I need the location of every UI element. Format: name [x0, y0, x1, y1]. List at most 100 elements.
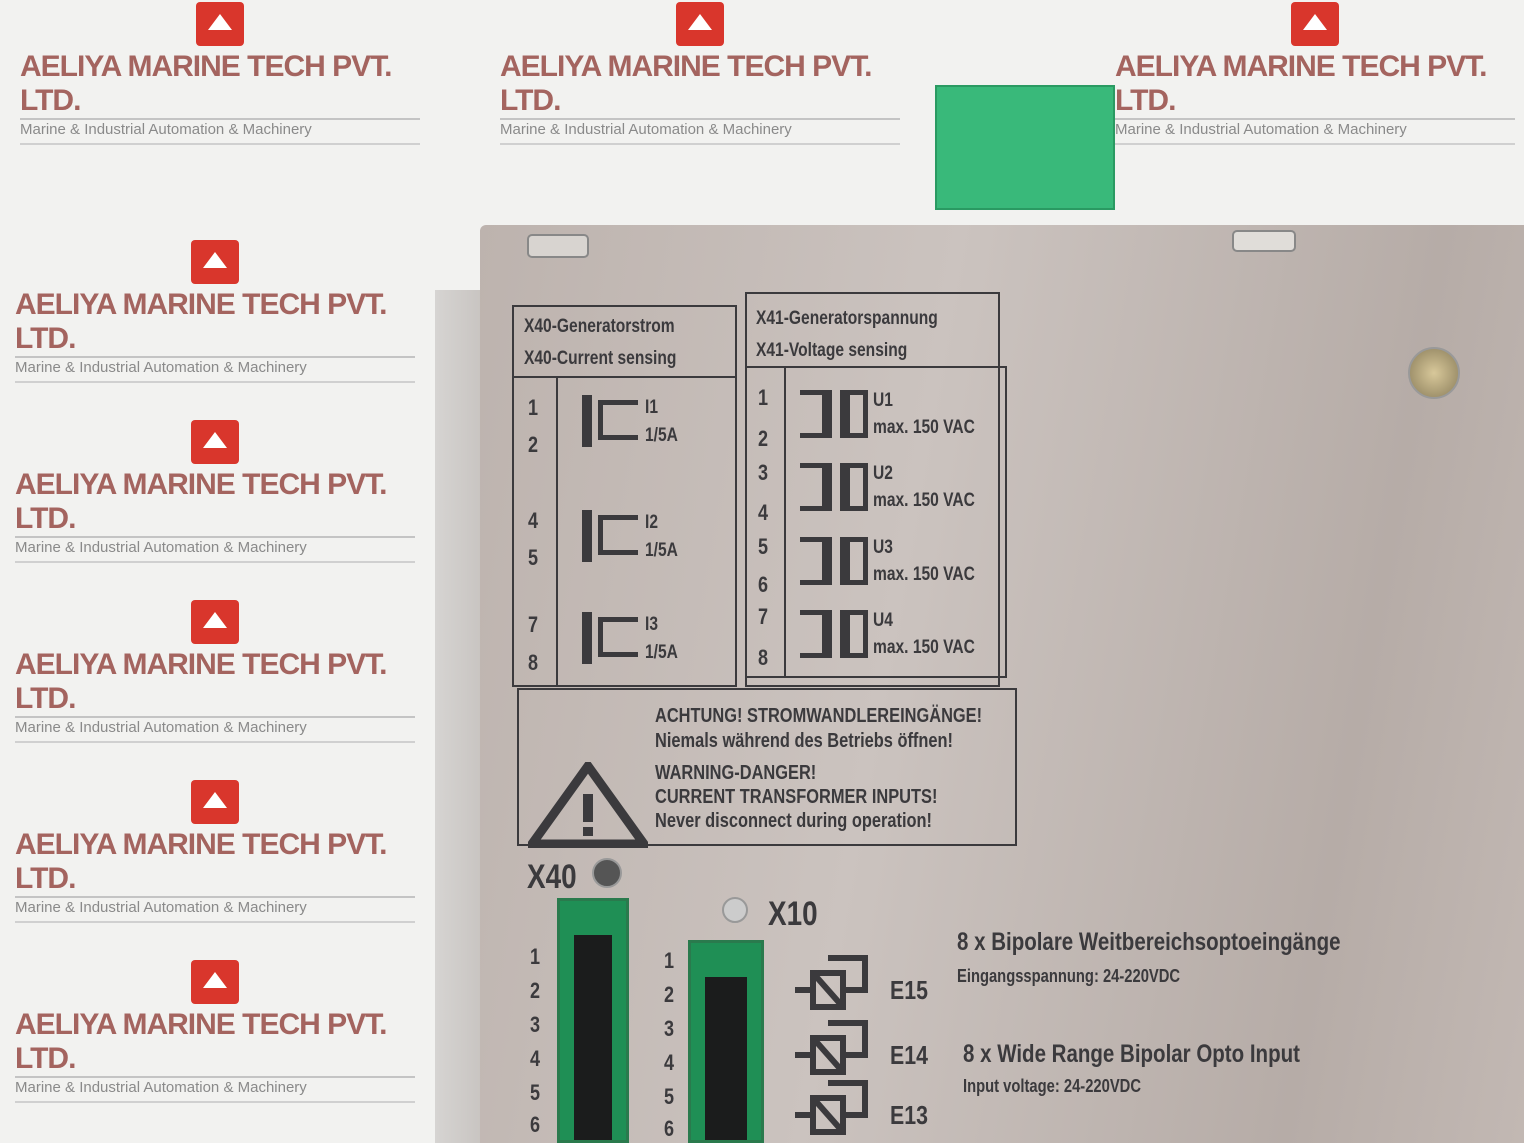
optocoupler-icon: [795, 955, 868, 1010]
x41-input-name: U2: [873, 463, 893, 484]
watermark-title: AELIYA MARINE TECH PVT. LTD.: [1115, 50, 1515, 120]
x10-connector-pin: 3: [664, 1016, 675, 1041]
voltage-transformer-icon: [800, 390, 832, 438]
x40-pin-number: 1: [528, 395, 539, 420]
voltage-transformer-icon: [840, 610, 868, 658]
watermark-subtitle: Marine & Industrial Automation & Machine…: [20, 120, 420, 145]
x40-connector-pin: 5: [530, 1080, 541, 1105]
aeliya-logo-icon: [196, 2, 244, 46]
x41-pin-divider: [784, 366, 786, 678]
x41-pin-number: 5: [758, 534, 769, 559]
voltage-transformer-icon: [840, 390, 868, 438]
current-transformer-icon: [598, 617, 638, 657]
x41-pin-number: 6: [758, 572, 769, 597]
watermark-subtitle: Marine & Industrial Automation & Machine…: [15, 358, 415, 383]
inputs-en-subtitle: Input voltage: 24-220VDC: [963, 1076, 1141, 1096]
current-transformer-icon: [598, 515, 638, 555]
x40-pin-number: 5: [528, 545, 539, 570]
x40-label-box: [512, 305, 737, 687]
watermark: AELIYA MARINE TECH PVT. LTD.Marine & Ind…: [15, 240, 415, 383]
inputs-en-title: 8 x Wide Range Bipolar Opto Input: [963, 1040, 1300, 1068]
x40-input-name: I3: [645, 614, 659, 635]
device-side: [435, 290, 480, 1143]
x40-title-en: X40-Current sensing: [524, 348, 677, 369]
aeliya-logo-icon: [191, 960, 239, 1004]
voltage-transformer-icon: [800, 463, 832, 511]
x40-connector-pin: 1: [530, 944, 541, 969]
x40-input-rating: 1/5A: [645, 425, 678, 446]
x41-pin-number: 7: [758, 604, 769, 629]
aeliya-logo-icon: [676, 2, 724, 46]
watermark-subtitle: Marine & Industrial Automation & Machine…: [15, 718, 415, 743]
aeliya-logo-icon: [191, 780, 239, 824]
ct-bar: [582, 395, 592, 447]
device-panel: [480, 225, 1524, 1143]
watermark-subtitle: Marine & Industrial Automation & Machine…: [500, 120, 900, 145]
watermark-subtitle: Marine & Industrial Automation & Machine…: [15, 1078, 415, 1103]
x10-terminal-connector[interactable]: [688, 940, 764, 1143]
screw-icon: [1408, 347, 1460, 399]
x41-input-rating: max. 150 VAC: [873, 417, 975, 438]
watermark-title: AELIYA MARINE TECH PVT. LTD.: [15, 1008, 415, 1078]
x41-input-rating: max. 150 VAC: [873, 490, 975, 511]
x41-pin-number: 8: [758, 645, 769, 670]
x40-connector-label: X40: [527, 858, 577, 896]
x40-terminal-connector[interactable]: [557, 898, 629, 1143]
watermark-title: AELIYA MARINE TECH PVT. LTD.: [500, 50, 900, 120]
watermark: AELIYA MARINE TECH PVT. LTD.Marine & Ind…: [15, 420, 415, 563]
x10-connector-pin: 1: [664, 948, 675, 973]
aeliya-logo-icon: [191, 420, 239, 464]
x40-pin-number: 7: [528, 612, 539, 637]
watermark: AELIYA MARINE TECH PVT. LTD.Marine & Ind…: [20, 2, 420, 145]
watermark: AELIYA MARINE TECH PVT. LTD.Marine & Ind…: [1115, 2, 1515, 145]
x40-connector-pin: 3: [530, 1012, 541, 1037]
x40-title-de: X40-Generatorstrom: [524, 316, 675, 337]
x40-pin-number: 4: [528, 508, 539, 533]
warning-line-1: ACHTUNG! STROMWANDLEREINGÄNGE!: [655, 705, 983, 727]
x10-connector-pin: 5: [664, 1084, 675, 1109]
watermark: AELIYA MARINE TECH PVT. LTD.Marine & Ind…: [15, 780, 415, 923]
opto-input-label: E13: [890, 1100, 928, 1130]
x40-input-rating: 1/5A: [645, 642, 678, 663]
warning-line-3: WARNING-DANGER!: [655, 762, 817, 784]
x41-input-rating: max. 150 VAC: [873, 637, 975, 658]
aeliya-logo-icon: [191, 240, 239, 284]
warning-triangle-icon: [528, 762, 648, 848]
watermark-subtitle: Marine & Industrial Automation & Machine…: [15, 538, 415, 563]
watermark-title: AELIYA MARINE TECH PVT. LTD.: [15, 828, 415, 898]
warning-box: [517, 688, 1017, 846]
x40-input-name: I2: [645, 512, 659, 533]
watermark-subtitle: Marine & Industrial Automation & Machine…: [1115, 120, 1515, 145]
voltage-transformer-icon: [800, 537, 832, 585]
opto-input-label: E15: [890, 975, 928, 1005]
x40-input-name: I1: [645, 397, 659, 418]
watermark: AELIYA MARINE TECH PVT. LTD.Marine & Ind…: [15, 600, 415, 743]
panel-slot: [1232, 230, 1296, 252]
x40-connector-pin: 4: [530, 1046, 541, 1071]
warning-line-4: CURRENT TRANSFORMER INPUTS!: [655, 786, 938, 808]
inputs-de-subtitle: Eingangsspannung: 24-220VDC: [957, 966, 1181, 986]
ct-bar: [582, 510, 592, 562]
voltage-transformer-icon: [800, 610, 832, 658]
x10-connector-label: X10: [768, 895, 818, 933]
watermark-title: AELIYA MARINE TECH PVT. LTD.: [15, 288, 415, 358]
x41-input-name: U4: [873, 610, 893, 631]
x41-pin-number: 1: [758, 385, 769, 410]
watermark-title: AELIYA MARINE TECH PVT. LTD.: [20, 50, 420, 120]
x40-header-divider: [512, 376, 737, 378]
top-terminal-block: [935, 85, 1115, 210]
warning-line-5: Never disconnect during operation!: [655, 810, 933, 832]
x41-input-name: U3: [873, 537, 893, 558]
voltage-transformer-icon: [840, 463, 868, 511]
current-transformer-icon: [598, 400, 638, 440]
warning-line-2: Niemals während des Betriebs öffnen!: [655, 730, 954, 752]
watermark-subtitle: Marine & Industrial Automation & Machine…: [15, 898, 415, 923]
x40-connector-pin: 2: [530, 978, 541, 1003]
x41-pin-number: 2: [758, 426, 769, 451]
x41-title-en: X41-Voltage sensing: [756, 340, 908, 361]
x40-input-rating: 1/5A: [645, 540, 678, 561]
x41-input-rating: max. 150 VAC: [873, 564, 975, 585]
x10-connector-pin: 4: [664, 1050, 675, 1075]
opto-input-label: E14: [890, 1040, 928, 1070]
watermark-title: AELIYA MARINE TECH PVT. LTD.: [15, 648, 415, 718]
